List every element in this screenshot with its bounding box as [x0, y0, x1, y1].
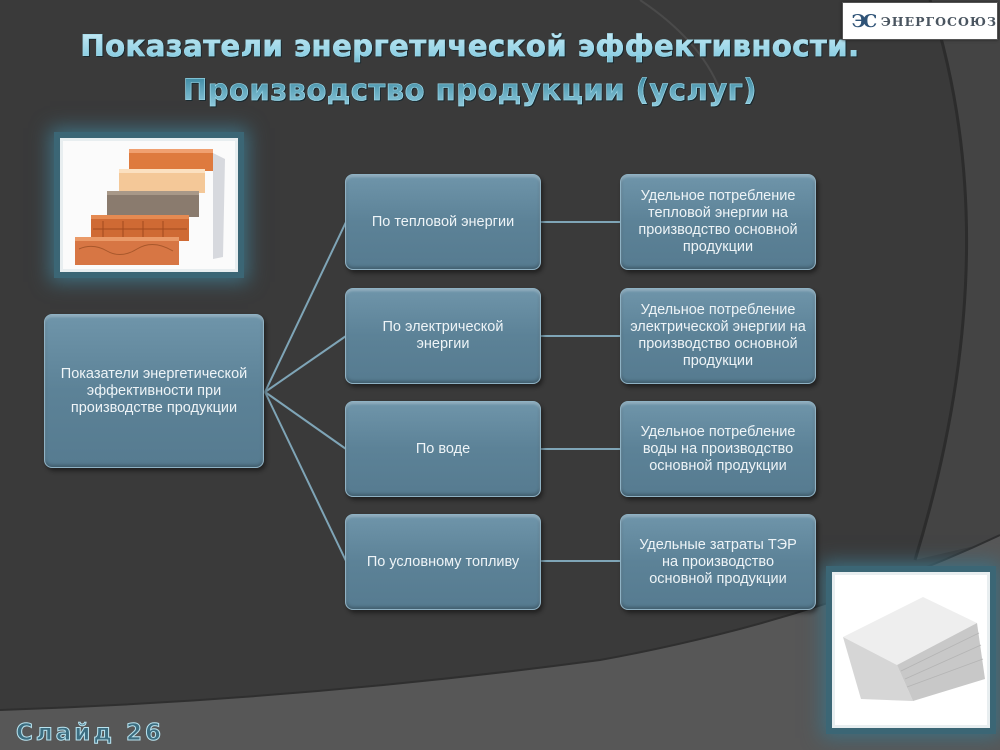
branch-node-fuel: По условному топливу: [345, 514, 541, 610]
branch-label: По условному топливу: [366, 553, 520, 570]
bricks-image: [63, 141, 235, 269]
bricks-photo: [60, 138, 238, 272]
root-node: Показатели энергетической эффективности …: [44, 314, 264, 468]
slide-number: Слайд 26: [16, 720, 164, 747]
indicator-label: Удельное потребление тепловой энергии на…: [638, 188, 798, 255]
energosoyuz-emblem-icon: ЭС: [851, 10, 878, 32]
branch-node-water: По воде: [345, 401, 541, 497]
indicator-node-water: Удельное потребление воды на производств…: [620, 401, 816, 497]
branch-label: По воде: [415, 440, 471, 457]
indicator-node-fuel: Удельные затраты ТЭР на производство осн…: [620, 514, 816, 610]
indicator-node-heat: Удельное потребление тепловой энергии на…: [620, 174, 816, 270]
slide-title: Показатели энергетической эффективности.…: [60, 24, 880, 112]
title-line-1: Показатели энергетической эффективности.: [80, 29, 860, 64]
title-line-2: Производство продукции (услуг): [182, 73, 758, 108]
indicator-label: Удельное потребление воды на производств…: [640, 423, 796, 474]
root-node-label: Показатели энергетической эффективности …: [60, 365, 248, 416]
branch-label: По электрической энергии: [382, 319, 504, 352]
branch-node-electricity: По электрической энергии: [345, 288, 541, 384]
indicator-node-electricity: Удельное потребление электрической энерг…: [620, 288, 816, 384]
branch-node-heat: По тепловой энергии: [345, 174, 541, 270]
paper-stack-photo: [832, 572, 990, 728]
logo-text: ЭНЕРГОСОЮЗ: [880, 13, 997, 29]
indicator-label: Удельное потребление электрической энерг…: [630, 302, 806, 369]
company-logo: ЭС ЭНЕРГОСОЮЗ: [842, 2, 998, 40]
paper-image: [835, 575, 987, 725]
indicator-label: Удельные затраты ТЭР на производство осн…: [639, 536, 797, 587]
branch-label: По тепловой энергии: [371, 213, 515, 230]
